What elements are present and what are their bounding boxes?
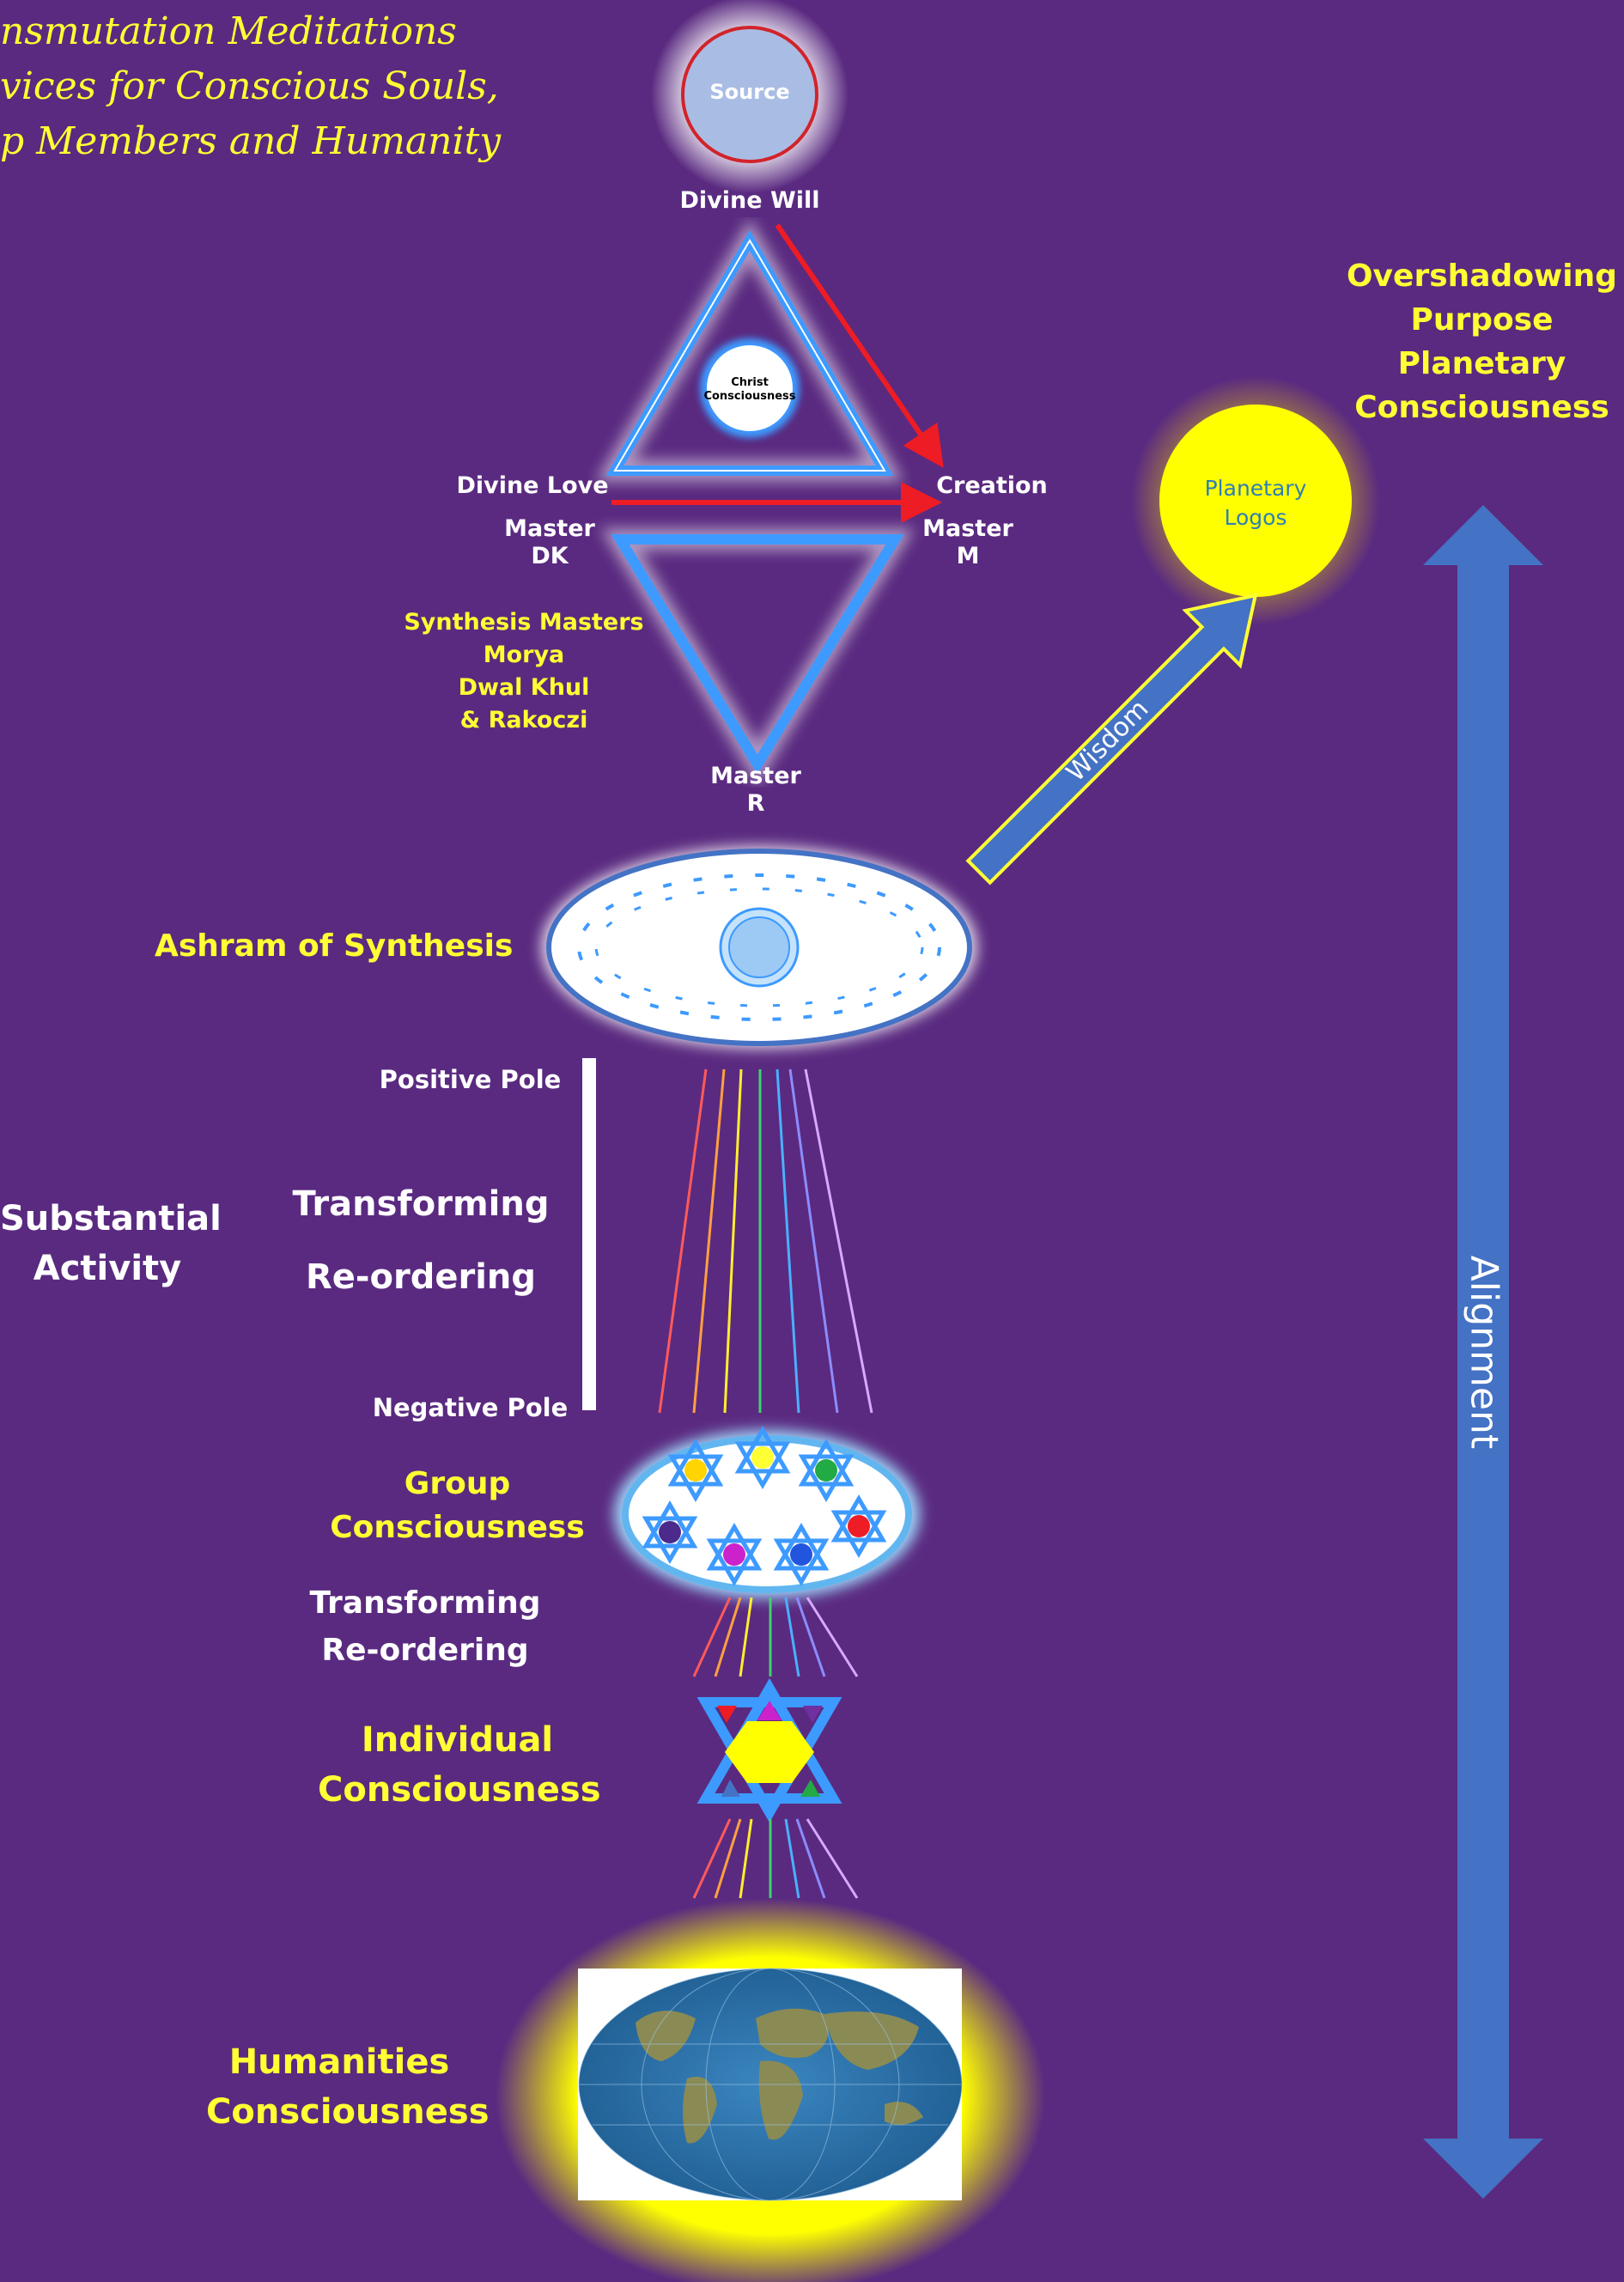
ashram-label: Ashram of Synthesis bbox=[155, 928, 514, 964]
source-node bbox=[651, 0, 848, 193]
creation-label: Creation bbox=[936, 472, 1048, 499]
christ-label: Christ Consciousness bbox=[703, 376, 796, 403]
star-of-david-icon bbox=[696, 1678, 842, 1823]
rainbow-arrows-lower bbox=[692, 1818, 859, 1899]
transforming-label: Transforming bbox=[292, 1184, 550, 1224]
title-line-3: p Members and Humanity bbox=[0, 119, 502, 163]
reordering-label: Re-ordering bbox=[305, 1257, 537, 1297]
rainbow-arrows-middle bbox=[692, 1597, 859, 1677]
red-arrows bbox=[611, 223, 944, 523]
alignment-arrow bbox=[1423, 505, 1543, 2199]
negative-pole-label: Negative Pole bbox=[372, 1393, 569, 1422]
lower-triangle bbox=[599, 528, 915, 786]
group-ellipse bbox=[614, 1426, 920, 1598]
globe-icon bbox=[496, 1898, 1045, 2282]
wisdom-arrow bbox=[965, 593, 1258, 885]
divine-will-label: Divine Will bbox=[679, 187, 820, 214]
pole-bar bbox=[582, 1058, 596, 1410]
rainbow-arrows-upper bbox=[658, 1068, 873, 1414]
positive-pole-label: Positive Pole bbox=[379, 1065, 562, 1094]
transforming-2-label: Transforming bbox=[309, 1585, 541, 1621]
title-line-1: nsmutation Meditations bbox=[0, 9, 457, 53]
upper-triangle bbox=[595, 218, 904, 482]
source-label: Source bbox=[709, 80, 790, 104]
divine-love-label: Divine Love bbox=[456, 472, 609, 499]
title-line-2: vices for Conscious Souls, bbox=[0, 64, 499, 108]
ashram-ellipse bbox=[541, 846, 977, 1049]
planetary-logos-sun bbox=[1131, 376, 1380, 625]
alignment-label: Alignment bbox=[1462, 1255, 1506, 1450]
reordering-2-label: Re-ordering bbox=[321, 1633, 529, 1668]
